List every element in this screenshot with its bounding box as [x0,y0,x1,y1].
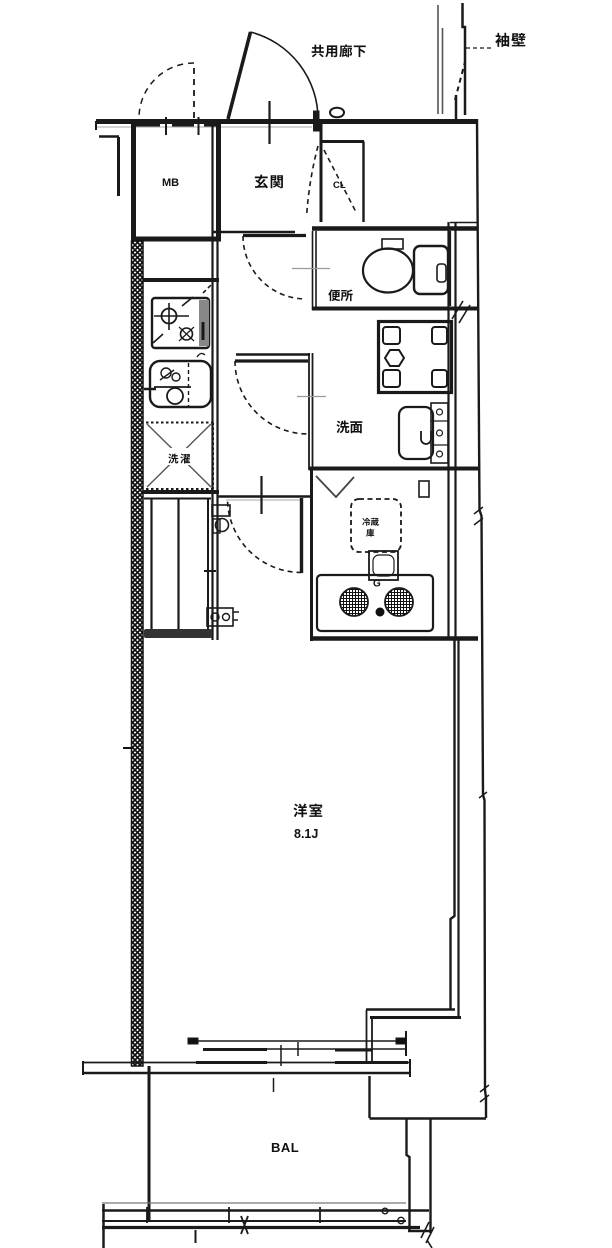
svg-text:8.1J: 8.1J [294,827,318,841]
svg-text:CL: CL [333,180,346,191]
svg-text:BAL: BAL [271,1140,299,1155]
svg-text:G: G [373,579,381,590]
svg-text:MB: MB [162,177,179,189]
